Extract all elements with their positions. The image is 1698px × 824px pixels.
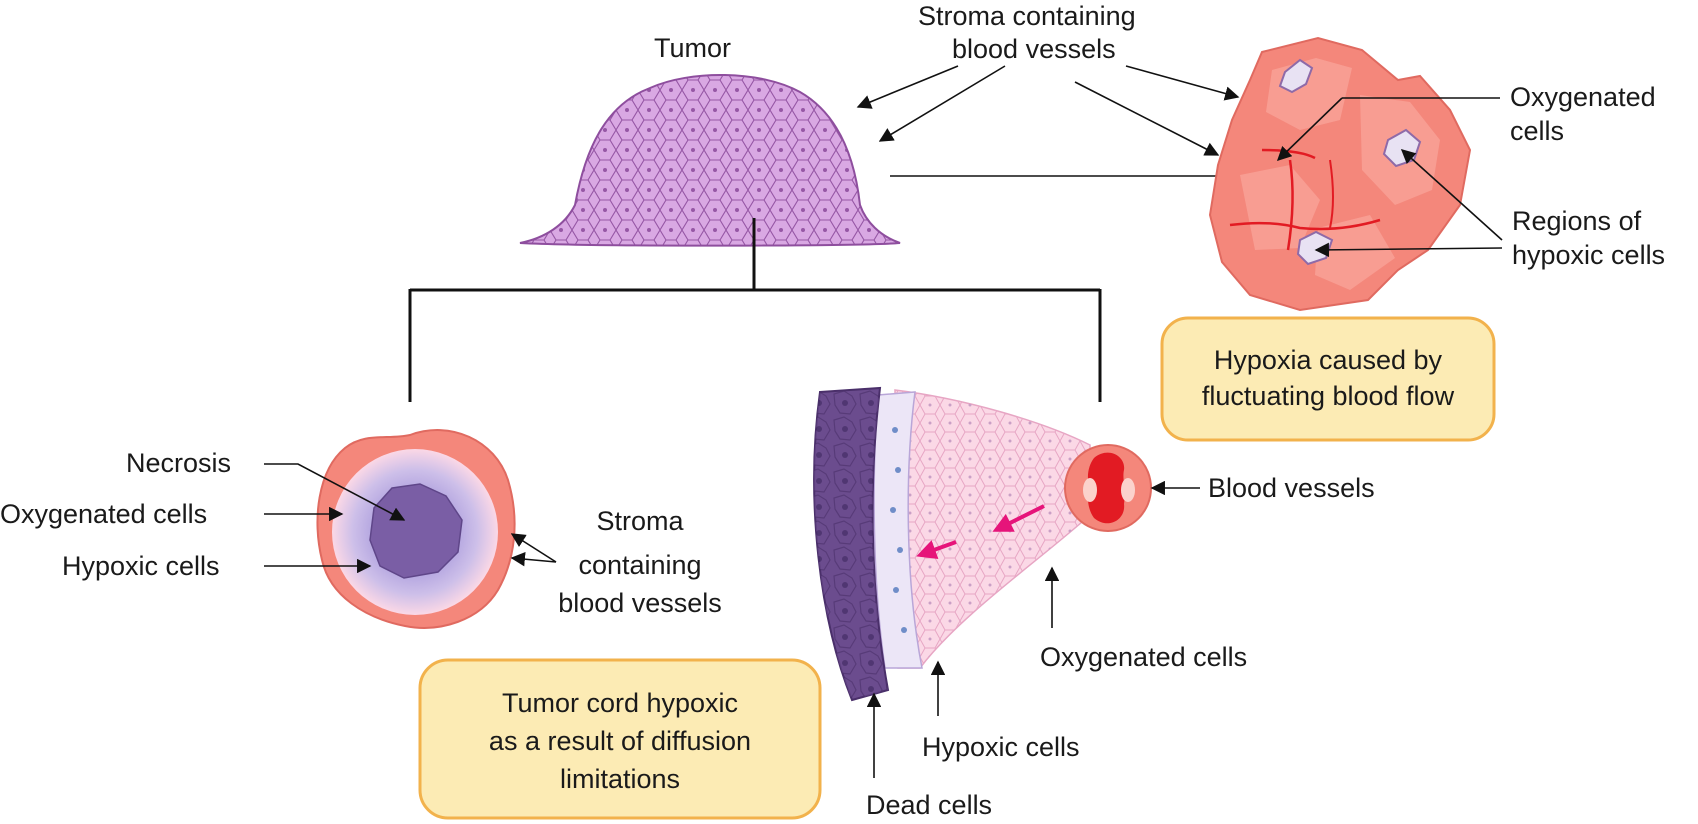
oxygenated-top-label-line1: Oxygenated (1510, 82, 1656, 112)
necrosis-label: Necrosis (126, 448, 231, 478)
oxygenated-top-label-line2: cells (1510, 116, 1564, 146)
fluctuating-box-line2: fluctuating blood flow (1202, 381, 1455, 411)
diffusion-arrow-1 (992, 504, 1045, 532)
necrosis-pointer (264, 463, 406, 521)
diffusion-arrow-2 (916, 540, 957, 559)
hypoxic-left-label: Hypoxic cells (62, 551, 220, 581)
stroma-top-label-line2: blood vessels (952, 34, 1116, 64)
oxygenated-top-pointer-diag (1276, 97, 1343, 162)
fluctuating-box-line1: Hypoxia caused by (1214, 345, 1443, 375)
regions-hypoxic-label-line1: Regions of (1512, 206, 1642, 236)
round-tumor-cross-section (316, 429, 516, 629)
fluctuating-blood-flow-box: Hypoxia caused by fluctuating blood flow (1160, 316, 1496, 442)
blood-vessels-label: Blood vessels (1208, 473, 1375, 503)
tumor-label: Tumor (654, 33, 731, 63)
stroma-left-label-line2: containing (578, 550, 701, 580)
fluctuating-cell-block (1208, 36, 1472, 312)
hypoxic-cord-label: Hypoxic cells (922, 732, 1080, 762)
stroma-left-label-line3: blood vessels (558, 588, 722, 618)
branch-connector (408, 218, 1102, 402)
stroma-left-label-line1: Stroma (596, 506, 684, 536)
regions-hypoxic-label-line2: hypoxic cells (1512, 240, 1665, 270)
blood-vessel-cross-section (1064, 444, 1152, 532)
stroma-left-pointer-2 (510, 552, 557, 567)
tumor-mass (519, 73, 901, 247)
diffusion-limitation-box: Tumor cord hypoxic as a result of diffus… (418, 658, 822, 820)
oxygenated-cord-label: Oxygenated cells (1040, 642, 1247, 672)
dead-cells-label: Dead cells (866, 790, 992, 820)
diffusion-box-line3: limitations (560, 764, 680, 794)
diffusion-box-line2: as a result of diffusion (489, 726, 751, 756)
diffusion-box-line1: Tumor cord hypoxic (502, 688, 738, 718)
stroma-pointer-3 (1125, 65, 1240, 101)
stroma-pointer-1 (856, 65, 959, 109)
regions-pointer-2 (1314, 242, 1503, 258)
stroma-top-label-line1: Stroma containing (918, 1, 1136, 31)
stroma-pointer-2 (878, 65, 1006, 142)
stroma-left-pointer-1 (510, 533, 557, 563)
oxygenated-left-label: Oxygenated cells (0, 499, 207, 529)
stroma-pointer-4 (1074, 81, 1220, 156)
regions-pointer-1 (1400, 149, 1503, 241)
